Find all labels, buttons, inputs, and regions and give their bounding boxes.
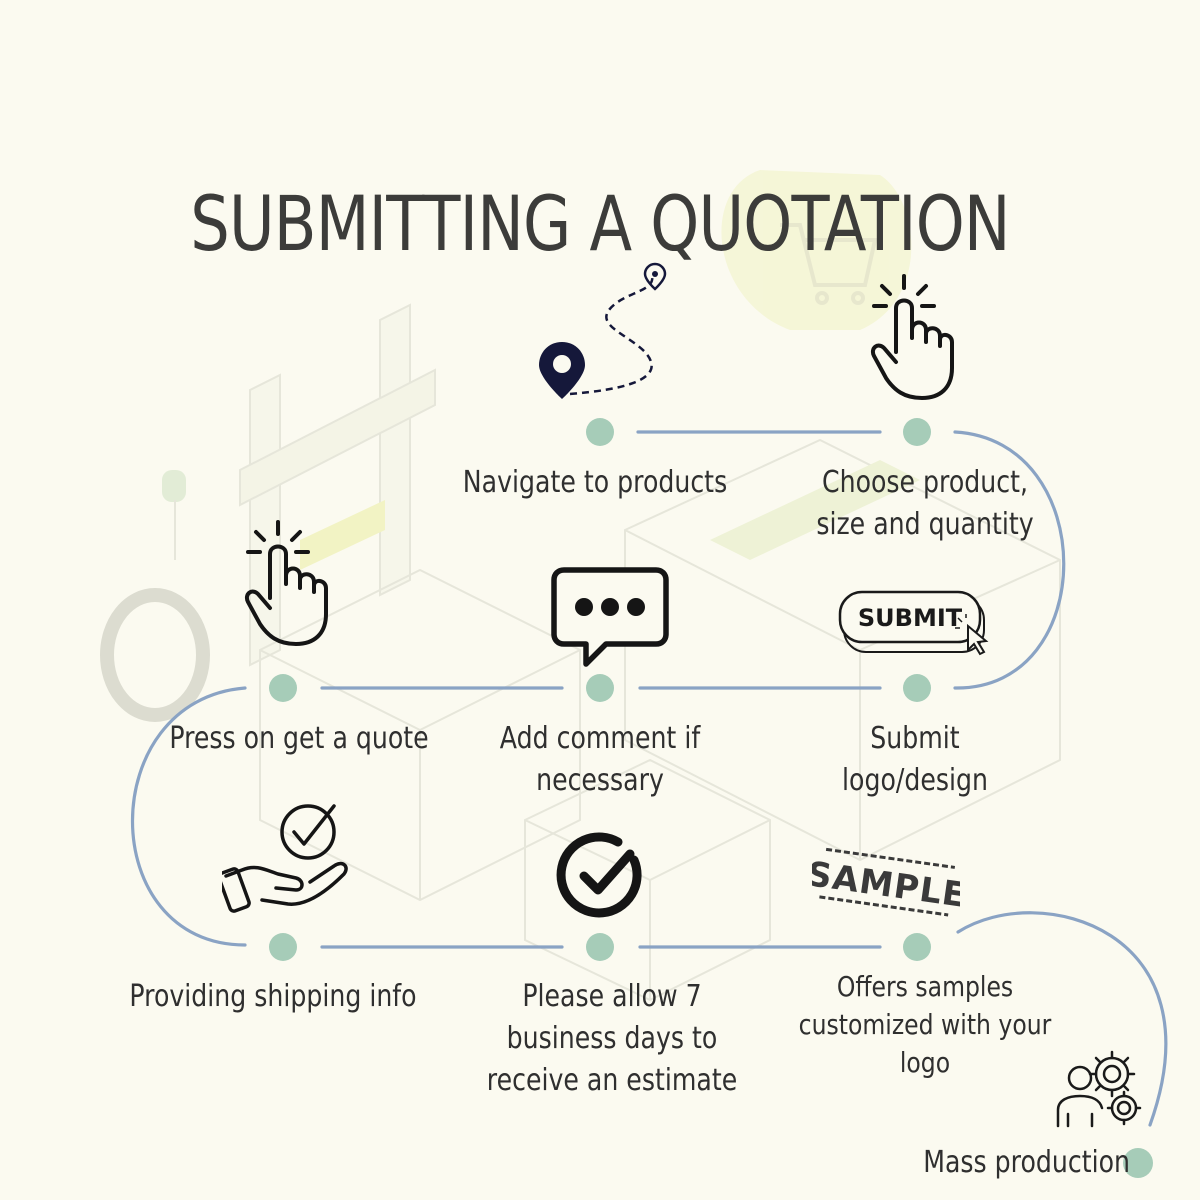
step-label-add-comment: Add comment if necessary <box>499 721 701 798</box>
node-dot-comment <box>586 674 614 702</box>
tap-hand-icon <box>245 520 328 647</box>
step-label-estimate: Please allow 7 business days to receive … <box>486 979 738 1098</box>
step-label-choose-product: Choose product, size and quantity <box>816 465 1034 542</box>
step-label-samples: Offers samples customized with your logo <box>798 970 1052 1079</box>
map-route-icon <box>539 262 667 399</box>
node-dot-submit <box>903 674 931 702</box>
node-dot-samples <box>903 933 931 961</box>
node-dot-navigate <box>586 418 614 446</box>
step-label-navigate: Navigate to products <box>462 465 728 500</box>
submit-button-icon: SUBMIT <box>838 590 989 656</box>
step-label-shipping-info: Providing shipping info <box>129 979 417 1014</box>
chat-bubble-icon <box>551 567 669 667</box>
sample-stamp-icon: SAMPLE <box>812 847 960 917</box>
page-title: SUBMITTING A QUOTATION <box>190 178 1010 268</box>
step-label-mass-production: Mass production <box>923 1145 1130 1180</box>
node-dot-choose <box>903 418 931 446</box>
node-dot-quote <box>269 674 297 702</box>
tap-hand-icon <box>871 274 954 401</box>
svg-text:SUBMIT: SUBMIT <box>858 604 963 632</box>
step-label-submit-logo: Submit logo/design <box>842 721 988 798</box>
node-dot-estimate <box>586 933 614 961</box>
check-circle-icon <box>556 832 642 918</box>
step-label-get-quote: Press on get a quote <box>169 721 429 756</box>
people-gears-icon <box>1056 1050 1142 1128</box>
hand-check-icon <box>222 804 348 913</box>
node-dot-mass-production <box>1123 1148 1153 1178</box>
node-dot-shipping <box>269 933 297 961</box>
